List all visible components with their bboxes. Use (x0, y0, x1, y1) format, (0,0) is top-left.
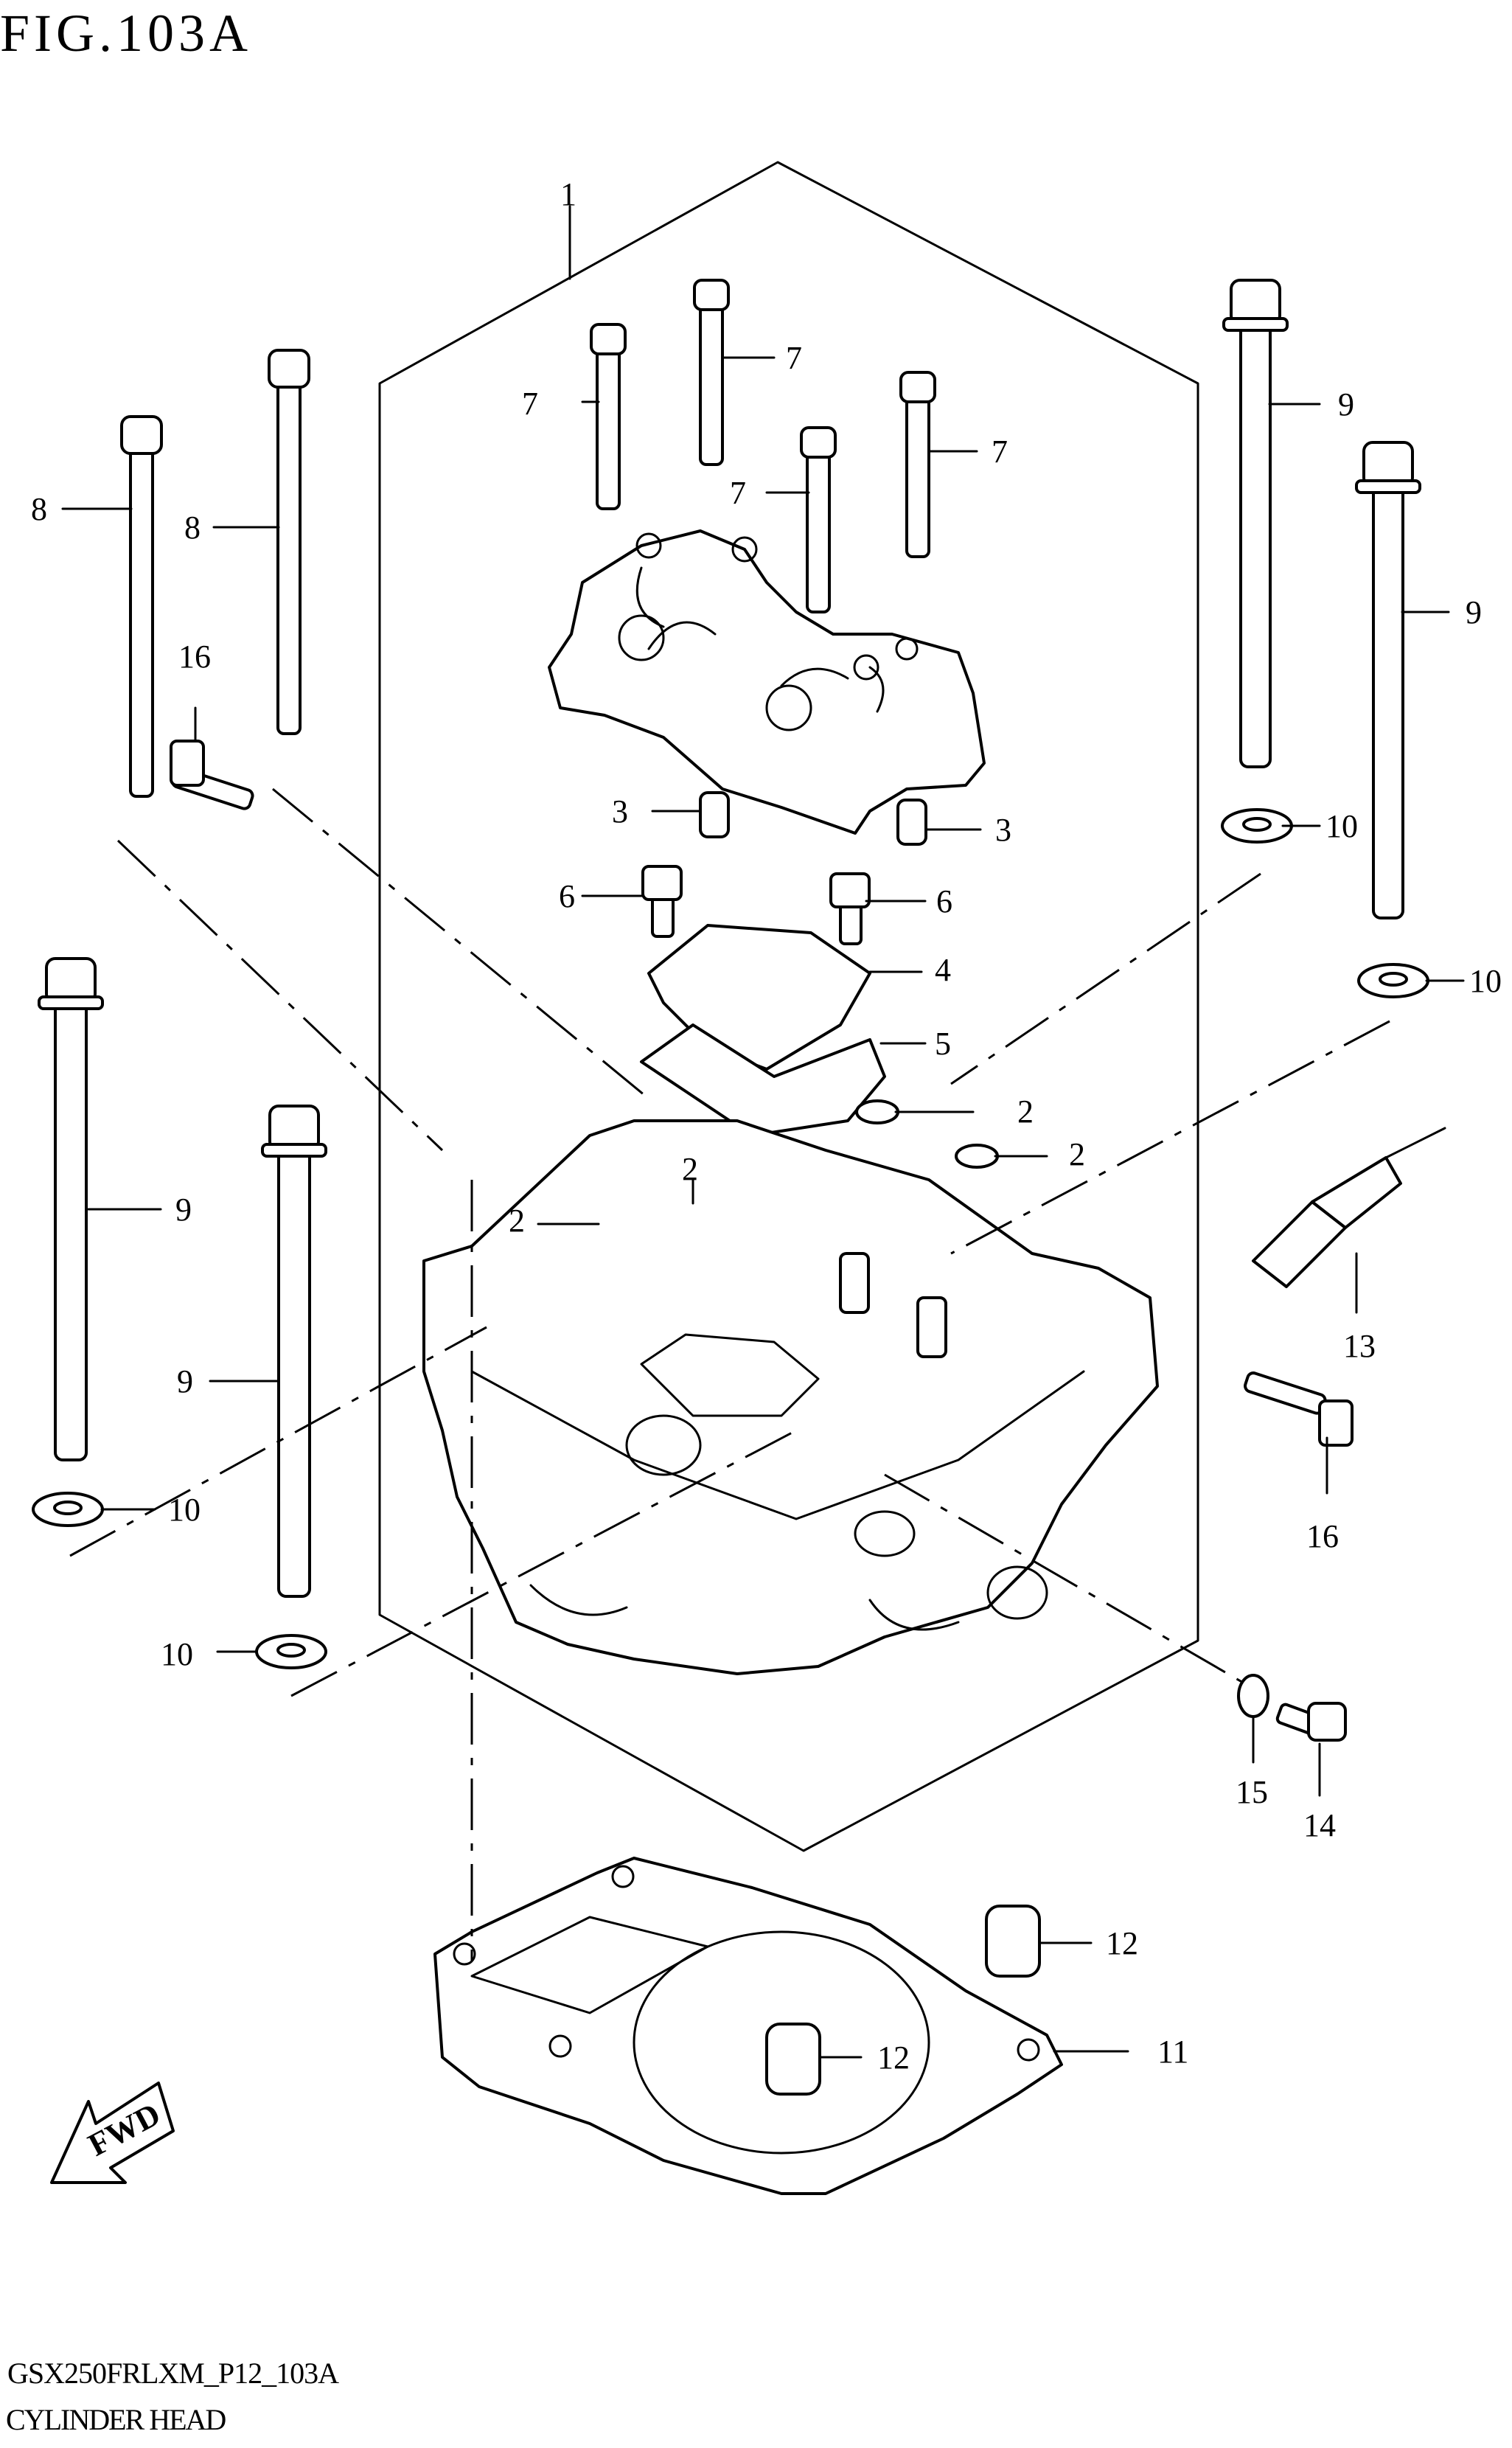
callout-7-d: 7 (992, 434, 1008, 470)
bolt-9-a (1222, 279, 1289, 768)
callout-8-a: 8 (31, 491, 47, 527)
callout-7-c: 7 (730, 475, 746, 511)
o-ring-2-a (855, 1099, 899, 1124)
bolt-14 (1275, 1702, 1347, 1742)
callout-6-a: 6 (559, 878, 575, 914)
figure-name: CYLINDER HEAD (6, 2403, 226, 2436)
bolt-8-b (268, 349, 310, 735)
bolt-7-b (693, 279, 730, 466)
gasket-5 (640, 1023, 886, 1137)
cylinder-head (422, 1119, 1159, 1675)
callout-2-d: 2 (509, 1203, 525, 1239)
callout-3-b: 3 (995, 812, 1011, 848)
callout-10-a: 10 (1325, 808, 1358, 844)
callout-6-b: 6 (936, 883, 952, 919)
callout-12-a: 12 (1106, 1925, 1138, 1961)
callout-11: 11 (1157, 2034, 1188, 2070)
dowel-3-b (896, 799, 927, 846)
callout-9-b: 9 (1466, 594, 1482, 630)
callout-9-d: 9 (177, 1363, 193, 1399)
callout-7-a: 7 (522, 386, 538, 422)
camshaft-holder (548, 529, 986, 835)
bolt-6-a (641, 865, 683, 938)
bolt-9-b (1355, 441, 1421, 919)
figure-code: GSX250FRLXM_P12_103A (7, 2357, 339, 2390)
bolt-16-b (1244, 1371, 1354, 1447)
dowel-12-b (765, 2023, 821, 2096)
washer-10-c (32, 1492, 104, 1527)
callout-10-c: 10 (168, 1492, 201, 1528)
washer-10-d (255, 1634, 327, 1669)
spark-plug-13 (1252, 1127, 1446, 1288)
washer-10-a (1221, 808, 1293, 844)
callout-2-a: 2 (1017, 1093, 1034, 1130)
callout-2-b: 2 (1069, 1136, 1085, 1172)
bolt-8-a (120, 415, 163, 798)
fwd-arrow: FWD (50, 2082, 175, 2184)
callout-labels: 1 2 2 2 2 3 3 4 5 6 6 7 7 7 7 8 8 9 9 9 … (31, 176, 1502, 2076)
callout-10-d: 10 (161, 1636, 193, 1672)
head-gasket-11 (433, 1857, 1063, 2195)
callout-10-b: 10 (1469, 963, 1502, 999)
dowel-3-a (699, 791, 730, 838)
o-ring-2-b (955, 1144, 999, 1169)
callout-12-b: 12 (877, 2040, 910, 2076)
callout-9-c: 9 (175, 1192, 192, 1228)
callout-9-a: 9 (1338, 386, 1354, 423)
callout-7-b: 7 (786, 340, 802, 376)
bolt-6-b (829, 872, 871, 945)
callout-13: 13 (1343, 1328, 1376, 1364)
callout-5: 5 (935, 1026, 951, 1062)
callout-15: 15 (1236, 1774, 1268, 1810)
bolt-9-c (38, 957, 104, 1461)
callout-8-b: 8 (184, 510, 201, 546)
callout-4: 4 (935, 952, 951, 988)
figure-title: FIG.103A (0, 4, 253, 63)
assembly-outline (378, 161, 1199, 1852)
bolt-7-c (800, 426, 837, 613)
bolt-9-d (261, 1105, 327, 1598)
bolt-7-a (590, 323, 627, 510)
leader-lines (61, 356, 1465, 2059)
callout-14: 14 (1303, 1807, 1336, 1843)
dowel-12-a (985, 1905, 1041, 1978)
bolt-16-a (170, 740, 254, 810)
bolt-7-d (899, 371, 936, 558)
callout-16-a: 16 (178, 639, 211, 675)
washer-10-b (1357, 963, 1429, 998)
callout-16-b: 16 (1306, 1518, 1339, 1554)
callout-2-c: 2 (682, 1151, 698, 1187)
callout-1: 1 (560, 176, 576, 212)
callout-3-a: 3 (612, 793, 628, 830)
